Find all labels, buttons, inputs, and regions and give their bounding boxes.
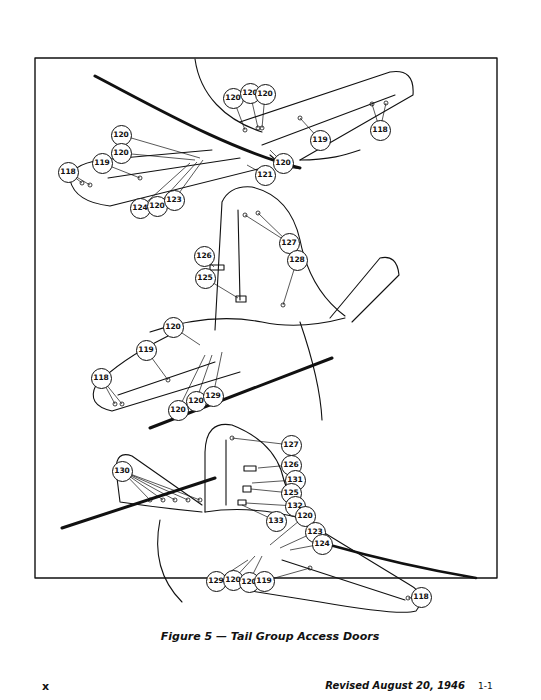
callout-circle: 119 — [136, 340, 157, 361]
callout-circle: 121 — [255, 165, 276, 186]
callout-number: 120 — [257, 90, 273, 98]
callout-circle: 120 — [111, 143, 132, 164]
callout-number: 120 — [113, 131, 129, 139]
callout-number: 120 — [297, 512, 313, 520]
callout-circle: 123 — [164, 190, 185, 211]
callout-number: 118 — [413, 593, 429, 601]
callout-number: 124 — [314, 540, 330, 548]
callout-number: 118 — [60, 168, 76, 176]
callout-number: 120 — [113, 149, 129, 157]
callout-number: 120 — [225, 94, 241, 102]
callout-number: 129 — [205, 392, 221, 400]
callout-number: 119 — [138, 346, 154, 354]
callout-circle: 118 — [91, 368, 112, 389]
callout-circle: 133 — [266, 511, 287, 532]
page-footer: x — [42, 680, 49, 693]
callout-number: 120 — [165, 323, 181, 331]
callout-circle: 118 — [58, 162, 79, 183]
callout-number: 120 — [275, 159, 291, 167]
callout-circle: 118 — [411, 587, 432, 608]
callout-circle: 128 — [287, 250, 308, 271]
callout-number: 121 — [257, 171, 273, 179]
callout-circle: 119 — [92, 153, 113, 174]
page-footer: 1-1 — [478, 681, 493, 691]
callout-circle: 129 — [203, 386, 224, 407]
callout-circle: 119 — [310, 130, 331, 151]
callout-number: 118 — [93, 374, 109, 382]
callout-number: 125 — [197, 274, 213, 282]
callout-circle: 124 — [312, 534, 333, 555]
callout-circle: 130 — [112, 461, 133, 482]
callout-number: 127 — [283, 441, 299, 449]
callout-circle: 126 — [194, 246, 215, 267]
callout-number: 120 — [170, 406, 186, 414]
callout-circle: 120 — [273, 153, 294, 174]
callout-number: 128 — [289, 256, 305, 264]
callout-circle: 125 — [195, 268, 216, 289]
callout-circle: 118 — [370, 120, 391, 141]
callout-number: 129 — [208, 577, 224, 585]
callout-number: 119 — [256, 577, 272, 585]
callout-number: 124 — [132, 204, 148, 212]
callout-circle: 119 — [254, 571, 275, 592]
figure-caption: Figure 5 — Tail Group Access Doors — [161, 630, 379, 643]
callout-number: 130 — [114, 467, 130, 475]
page-footer: Revised August 20, 1946 — [325, 680, 465, 691]
callout-circle: 127 — [281, 435, 302, 456]
callout-number: 126 — [196, 252, 212, 260]
callout-circle: 120 — [163, 317, 184, 338]
callout-number: 120 — [149, 202, 165, 210]
callout-circle: 120 — [255, 84, 276, 105]
callout-number: 119 — [312, 136, 328, 144]
callout-number: 133 — [268, 517, 284, 525]
callout-number: 126 — [283, 461, 299, 469]
callout-number: 119 — [94, 159, 110, 167]
callout-number: 123 — [166, 196, 182, 204]
callout-number: 127 — [281, 239, 297, 247]
callout-number: 118 — [372, 126, 388, 134]
callout-number: 120 — [188, 397, 204, 405]
